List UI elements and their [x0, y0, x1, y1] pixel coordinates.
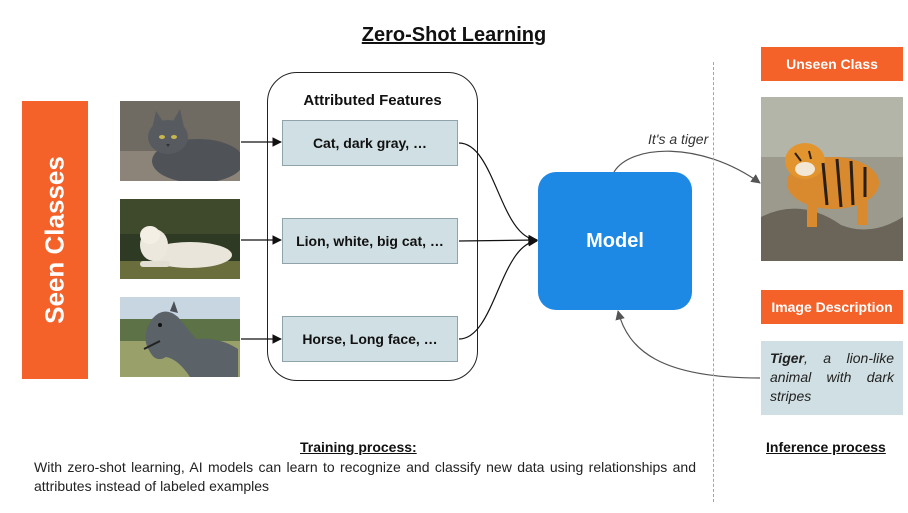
attributed-features-panel — [267, 72, 478, 381]
description-subject: Tiger — [770, 350, 804, 366]
model-box: Model — [538, 172, 692, 310]
gray-cat-photo — [120, 101, 240, 181]
feature-box-horse: Horse, Long face, … — [282, 316, 458, 362]
feature-box-cat: Cat, dark gray, … — [282, 120, 458, 166]
unseen-class-header: Unseen Class — [761, 47, 903, 81]
line-lion-to-model — [458, 235, 538, 245]
white-lion-photo — [120, 199, 240, 279]
arrow-description-to-model — [615, 310, 761, 379]
attributed-features-title: Attributed Features — [303, 92, 442, 109]
training-process-title: Training process: — [300, 439, 417, 455]
curve-cat-to-model — [458, 142, 538, 245]
process-divider — [713, 62, 714, 502]
diagram-title: Zero-Shot Learning — [361, 24, 547, 46]
image-description-header: Image Description — [761, 290, 903, 324]
seen-classes-banner: Seen Classes — [22, 101, 88, 379]
feature-box-lion: Lion, white, big cat, … — [282, 218, 458, 264]
training-process-text: With zero-shot learning, AI models can l… — [34, 459, 696, 494]
curve-horse-to-model — [458, 236, 538, 340]
tiger-photo — [761, 97, 903, 261]
arrow-model-to-tiger — [613, 150, 761, 184]
gray-horse-photo — [120, 297, 240, 377]
prediction-label: It's a tiger — [648, 131, 709, 147]
inference-process-title: Inference process — [766, 439, 886, 455]
image-description-box: Tiger, a lion-like animal with dark stri… — [761, 341, 903, 415]
description-text: , a lion-like animal with dark stripes — [770, 350, 894, 404]
